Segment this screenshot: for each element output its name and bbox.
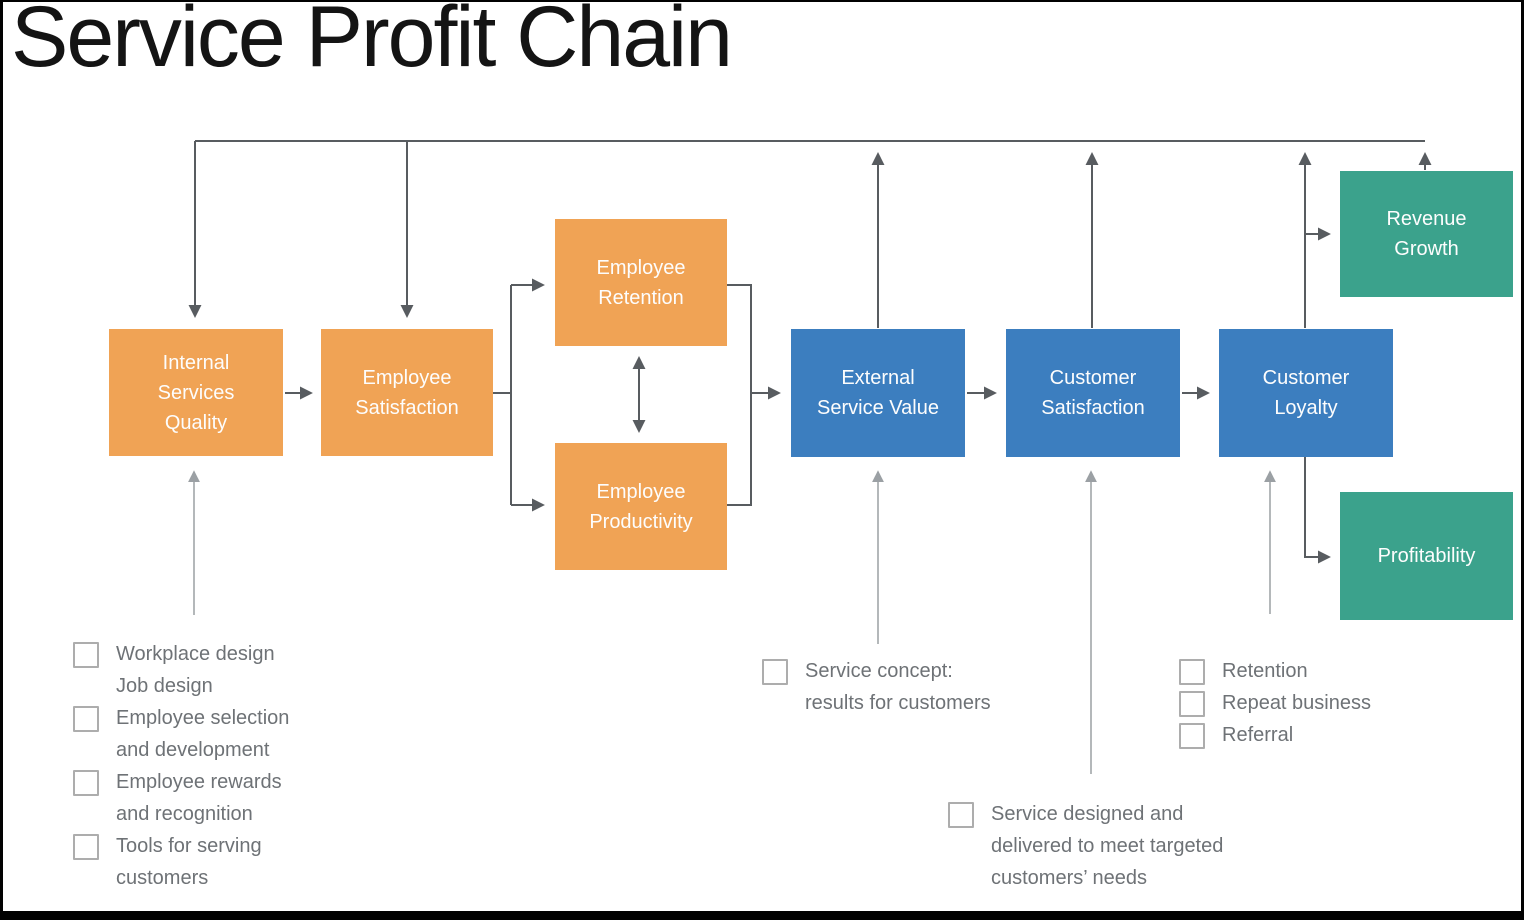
checklist-item-label: delivered to meet targeted bbox=[991, 835, 1224, 857]
node-customer-satisfaction: Customer Satisfaction bbox=[1006, 329, 1180, 457]
checklist-item: Retention bbox=[1179, 655, 1371, 687]
checkbox-icon bbox=[1179, 691, 1205, 717]
checklist-item-label: Referral bbox=[1222, 724, 1294, 746]
checklist-item: Repeat business bbox=[1179, 687, 1371, 719]
checklist-item-label: Repeat business bbox=[1222, 692, 1371, 714]
node-label: Employee Retention bbox=[596, 256, 686, 309]
checkbox-icon bbox=[1179, 659, 1205, 685]
node-label: External Service Value bbox=[817, 367, 939, 419]
node-employee-productivity: Employee Productivity bbox=[555, 443, 727, 570]
checklist-item-label: Job design bbox=[116, 675, 213, 697]
node-customer-loyalty: Customer Loyalty bbox=[1219, 329, 1393, 457]
node-label: Revenue Growth bbox=[1386, 208, 1467, 260]
checklist-item-label: and recognition bbox=[116, 803, 253, 825]
checklist-item-label: and development bbox=[116, 739, 270, 761]
node-label: Customer Loyalty bbox=[1262, 367, 1350, 419]
checklist-item-label: Service designed and bbox=[991, 803, 1184, 825]
node-profitability: Profitability bbox=[1340, 492, 1513, 620]
checkbox-icon bbox=[1179, 723, 1205, 749]
node-label: Customer Satisfaction bbox=[1041, 367, 1145, 419]
checklist-item-label: Retention bbox=[1222, 660, 1308, 682]
page-title: Service Profit Chain bbox=[11, 0, 733, 85]
checklist-item: Workplace design Job design bbox=[73, 638, 289, 702]
checklist-service-value: Service concept: results for customers bbox=[762, 655, 991, 719]
employee-satisfaction-split-line bbox=[493, 285, 512, 505]
checkbox-icon bbox=[73, 770, 99, 796]
node-employee-retention: Employee Retention bbox=[555, 219, 727, 346]
checklist-item-label: customers’ needs bbox=[991, 867, 1147, 889]
retention-productivity-merge-line bbox=[727, 284, 752, 506]
checklist-item-label: results for customers bbox=[805, 692, 991, 714]
arrow-customer-loyalty-to-profitability bbox=[1304, 457, 1331, 564]
checkbox-icon bbox=[73, 642, 99, 668]
node-label: Profitability bbox=[1377, 545, 1476, 567]
checklist-customer-loyalty: Retention Repeat business Referral bbox=[1179, 655, 1371, 751]
checkbox-icon bbox=[948, 802, 974, 828]
checklist-item-label: customers bbox=[116, 867, 209, 889]
node-internal-services-quality: Internal Services Quality bbox=[109, 329, 283, 456]
node-external-service-value: External Service Value bbox=[791, 329, 965, 457]
checklist-item: Referral bbox=[1179, 719, 1371, 751]
node-employee-satisfaction: Employee Satisfaction bbox=[321, 329, 493, 456]
checklist-internal-quality: Workplace design Job design Employee sel… bbox=[73, 638, 289, 894]
node-label: Employee Productivity bbox=[589, 480, 693, 533]
checklist-customer-satisfaction: Service designed and delivered to meet t… bbox=[948, 798, 1223, 894]
checklist-item-label: Tools for serving bbox=[116, 835, 262, 857]
node-revenue-growth: Revenue Growth bbox=[1340, 171, 1513, 297]
checklist-item: Employee rewards and recognition bbox=[73, 766, 289, 830]
checkbox-icon bbox=[73, 834, 99, 860]
checkbox-icon bbox=[762, 659, 788, 685]
checklist-item-label: Employee rewards bbox=[116, 771, 282, 793]
checklist-item: Service designed and delivered to meet t… bbox=[948, 798, 1223, 894]
checklist-item: Employee selection and development bbox=[73, 702, 289, 766]
checklist-item-label: Workplace design bbox=[116, 643, 275, 665]
checklist-item: Service concept: results for customers bbox=[762, 655, 991, 719]
checklist-item: Tools for serving customers bbox=[73, 830, 289, 894]
node-label: Employee Satisfaction bbox=[355, 366, 459, 419]
checklist-item-label: Employee selection bbox=[116, 707, 290, 729]
checkbox-icon bbox=[73, 706, 99, 732]
node-label: Internal Services Quality bbox=[157, 351, 235, 434]
checklist-item-label: Service concept: bbox=[805, 660, 953, 682]
